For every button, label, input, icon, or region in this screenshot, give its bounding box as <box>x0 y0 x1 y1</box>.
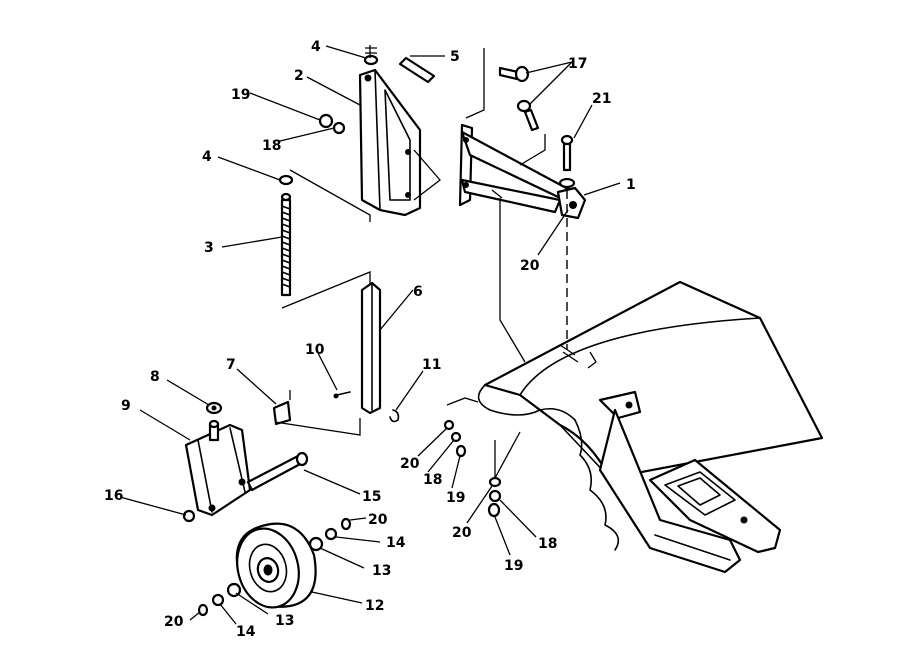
washer-part-8 <box>205 401 223 415</box>
hardware-stack-lower <box>487 476 502 518</box>
callout-5: 5 <box>450 49 460 65</box>
callout-17: 17 <box>568 56 587 72</box>
nut-part-19-upper <box>318 113 346 135</box>
front-skid-bracket <box>598 390 782 574</box>
axle-hardware-left <box>197 582 242 617</box>
wheel-part-12 <box>235 522 317 609</box>
pin-part-5 <box>398 56 436 84</box>
axle-bolt-part-15 <box>246 451 309 492</box>
nut-part-16 <box>182 509 196 523</box>
tiller-hood <box>477 280 824 551</box>
callout-labels: 1 2 3 4 4 5 6 7 8 9 10 11 12 13 13 14 14… <box>104 39 636 640</box>
bolt-part-17-upper <box>498 65 530 83</box>
height-tube-part-6 <box>360 281 382 415</box>
callout-13-right: 13 <box>372 563 391 579</box>
callout-19-middle: 19 <box>446 490 465 506</box>
assembly-guide-lines <box>274 45 597 479</box>
callout-19-upper: 19 <box>231 87 250 103</box>
callout-4-lower: 4 <box>202 149 212 165</box>
washer-part-4-upper <box>363 54 379 66</box>
callout-14-right: 14 <box>386 535 406 551</box>
callout-9: 9 <box>121 398 131 414</box>
leader-lines <box>119 45 621 625</box>
washer-part-4-lower <box>278 174 294 186</box>
callout-1: 1 <box>626 177 636 193</box>
callout-6: 6 <box>413 284 423 300</box>
callout-15: 15 <box>362 489 381 505</box>
callout-11: 11 <box>422 357 441 373</box>
pivot-frame-part-1 <box>458 123 587 220</box>
callout-7: 7 <box>226 357 236 373</box>
callout-18-middle: 18 <box>423 472 442 488</box>
callout-3: 3 <box>204 240 214 256</box>
callout-20-top: 20 <box>520 258 540 274</box>
clip-part-11 <box>389 409 400 423</box>
clamp-part-7 <box>272 400 292 426</box>
callout-20-middle: 20 <box>400 456 420 472</box>
hardware-stack-middle <box>443 419 467 458</box>
wheel-bracket-part-9 <box>184 419 252 517</box>
callout-2: 2 <box>294 68 304 84</box>
callout-14-left: 14 <box>236 624 256 640</box>
pin-part-10 <box>333 391 351 399</box>
callout-13-left: 13 <box>275 613 294 629</box>
axle-hardware-right <box>308 517 352 552</box>
callout-18-upper: 18 <box>262 138 281 154</box>
bolt-part-21 <box>558 134 576 189</box>
callout-8: 8 <box>150 369 160 385</box>
threaded-rod-part-3 <box>280 192 292 297</box>
callout-20-lower: 20 <box>452 525 472 541</box>
callout-20-wheel-right: 20 <box>368 512 388 528</box>
callout-21: 21 <box>592 91 611 107</box>
callout-4-upper: 4 <box>311 39 321 55</box>
callout-16: 16 <box>104 488 123 504</box>
callout-19-lower: 19 <box>504 558 523 574</box>
bolt-part-17-lower <box>516 99 540 132</box>
callout-18-lower: 18 <box>538 536 557 552</box>
side-bracket-part-2 <box>358 68 422 217</box>
callout-20-wheel-left: 20 <box>164 614 184 630</box>
callout-10: 10 <box>305 342 325 358</box>
callout-12: 12 <box>365 598 384 614</box>
